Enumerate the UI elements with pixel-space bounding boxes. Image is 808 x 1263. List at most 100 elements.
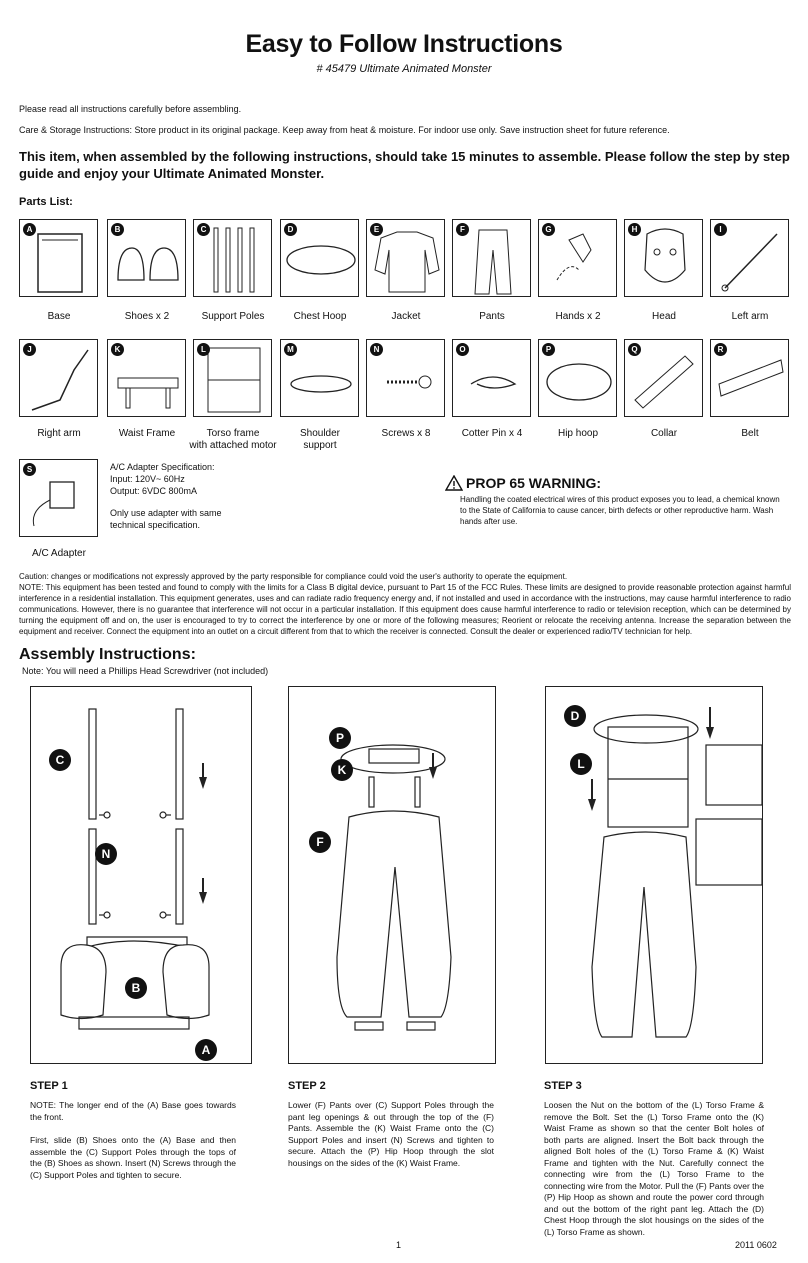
- adapter-spec: A/C Adapter Specification: Input: 120V~ …: [110, 461, 250, 531]
- assembly-title: Assembly Instructions:: [19, 646, 196, 663]
- step1-note: NOTE: The longer end of the (A) Base goe…: [30, 1100, 236, 1122]
- part-letter-badge: M: [284, 343, 297, 356]
- part-box-k: K: [107, 339, 186, 417]
- part-box-a: A: [19, 219, 98, 297]
- step1-illustration: C N B A: [30, 686, 252, 1064]
- step1-text-block: STEP 1 NOTE: The longer end of the (A) B…: [30, 1080, 236, 1181]
- part-letter-badge: C: [197, 223, 210, 236]
- callout-d: D: [564, 705, 586, 727]
- care-instructions: Care & Storage Instructions: Store produ…: [19, 125, 670, 135]
- fcc-note: NOTE: This equipment has been tested and…: [19, 583, 791, 636]
- fcc-caution: Caution: changes or modifications not ex…: [19, 571, 791, 637]
- callout-l: L: [570, 753, 592, 775]
- part-label: Chest Hoop: [293, 311, 347, 322]
- part-letter-badge: R: [714, 343, 727, 356]
- part-letter-badge: P: [542, 343, 555, 356]
- part-illustration: [207, 347, 261, 413]
- step1-diagram: [60, 708, 210, 1030]
- part-box-s: S: [19, 459, 98, 537]
- read-note: Please read all instructions carefully b…: [19, 104, 242, 114]
- part-box-e: E: [366, 219, 445, 297]
- step3-text-block: STEP 3 Loosen the Nut on the bottom of t…: [544, 1080, 764, 1238]
- part-letter-badge: A: [23, 223, 36, 236]
- adapter-note: Only use adapter with same technical spe…: [110, 508, 222, 530]
- part-letter-badge: J: [23, 343, 36, 356]
- step2-illustration: P K F: [288, 686, 496, 1064]
- callout-b: B: [125, 977, 147, 999]
- part-box-m: M: [280, 339, 359, 417]
- document-code: 2011 0602: [735, 1240, 777, 1250]
- part-letter-badge: D: [284, 223, 297, 236]
- part-box-c: C: [193, 219, 272, 297]
- page-number: 1: [396, 1240, 402, 1250]
- part-letter-badge: B: [111, 223, 124, 236]
- part-label: Torso frame with attached motor: [189, 428, 277, 451]
- part-illustration: [32, 481, 75, 527]
- adapter-spec-title: A/C Adapter Specification:: [110, 462, 215, 472]
- part-label: Collar: [650, 428, 678, 439]
- part-illustration: [634, 355, 694, 409]
- part-letter-badge: Q: [628, 343, 641, 356]
- lead-paragraph: This item, when assembled by the followi…: [19, 149, 790, 181]
- callout-c: C: [49, 749, 71, 771]
- part-label: Support Poles: [201, 311, 265, 322]
- callout-p: P: [329, 727, 351, 749]
- callout-a: A: [195, 1039, 217, 1061]
- part-illustration: [374, 231, 440, 293]
- adapter-input: Input: 120V~ 60Hz: [110, 474, 185, 484]
- part-illustration: [31, 349, 89, 411]
- part-letter-badge: G: [542, 223, 555, 236]
- step3-instructions: Loosen the Nut on the bottom of the (L) …: [544, 1100, 764, 1237]
- part-illustration: [644, 228, 686, 283]
- part-box-o: O: [452, 339, 531, 417]
- warning-triangle-icon: [445, 475, 463, 491]
- part-label: Right arm: [37, 428, 81, 439]
- part-box-h: H: [624, 219, 703, 297]
- part-box-n: N: [366, 339, 445, 417]
- assembly-note: Note: You will need a Phillips Head Scre…: [22, 666, 269, 676]
- callout-k: K: [331, 759, 353, 781]
- part-letter-badge: I: [714, 223, 727, 236]
- adapter-output: Output: 6VDC 800mA: [110, 486, 198, 496]
- part-box-b: B: [107, 219, 186, 297]
- step2-diagram: [336, 744, 452, 1031]
- part-box-j: J: [19, 339, 98, 417]
- part-label: Waist Frame: [118, 428, 176, 439]
- part-letter-badge: L: [197, 343, 210, 356]
- part-illustration: [117, 247, 179, 281]
- part-letter-badge: E: [370, 223, 383, 236]
- part-label: Pants: [479, 311, 505, 322]
- part-box-q: Q: [624, 339, 703, 417]
- part-label: Hip hoop: [557, 428, 599, 439]
- step2-instructions: Lower (F) Pants over (C) Support Poles t…: [288, 1100, 494, 1168]
- part-label: Jacket: [391, 311, 421, 322]
- part-illustration: [470, 376, 517, 389]
- step3-diagram: [588, 707, 763, 1038]
- caution-line: Caution: changes or modifications not ex…: [19, 572, 568, 581]
- part-label: Base: [47, 311, 71, 322]
- part-label: Cotter Pin x 4: [461, 428, 523, 439]
- page-title: Easy to Follow Instructions: [245, 30, 563, 58]
- part-label: Shoulder support: [299, 428, 341, 451]
- step1-title: STEP 1: [30, 1080, 68, 1092]
- step3-illustration: D L: [545, 686, 763, 1064]
- part-illustration: [721, 233, 778, 292]
- part-box-p: P: [538, 339, 617, 417]
- step3-title: STEP 3: [544, 1080, 582, 1092]
- part-illustration: [474, 229, 512, 295]
- step1-instructions: First, slide (B) Shoes onto the (A) Base…: [30, 1135, 236, 1180]
- part-box-l: L: [193, 339, 272, 417]
- part-label: A/C Adapter: [32, 548, 86, 559]
- part-label: Hands x 2: [555, 311, 601, 322]
- part-box-d: D: [280, 219, 359, 297]
- part-box-f: F: [452, 219, 531, 297]
- part-label: Left arm: [731, 311, 769, 322]
- part-label: Head: [652, 311, 676, 322]
- part-illustration: [546, 363, 612, 401]
- prop65-title: PROP 65 WARNING:: [466, 475, 602, 491]
- part-letter-badge: S: [23, 463, 36, 476]
- part-letter-badge: O: [456, 343, 469, 356]
- parts-list-title: Parts List:: [19, 196, 73, 208]
- part-illustration: [290, 375, 352, 393]
- step2-title: STEP 2: [288, 1080, 326, 1092]
